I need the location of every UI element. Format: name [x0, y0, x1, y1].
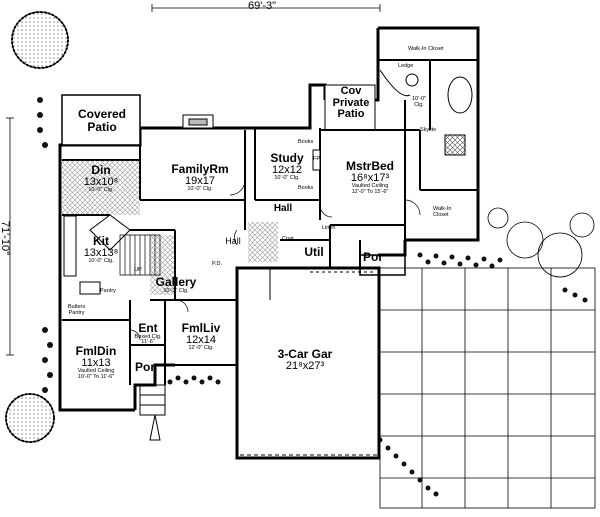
stair-icon	[119, 234, 161, 276]
label-linen: Linen	[322, 225, 336, 231]
room-covered-patio: Covered Patio	[77, 107, 127, 134]
room-fmlliv: FmlLiv 12x14 12'-0" Clg.	[181, 321, 221, 352]
room-cov-private-patio: Cov Private Patio	[332, 85, 370, 121]
covered-patio-area	[61, 94, 141, 146]
gallery-floor-hatch	[150, 235, 175, 295]
label-books-bottom: Books	[298, 185, 314, 191]
label-pantry: Pantry	[100, 288, 116, 294]
overall-depth-label: 71'-10"	[0, 220, 12, 256]
bath-fixtures	[379, 69, 473, 156]
room-master: MstrBed 16⁸x17³ Vaulted Ceiling 12'-0" T…	[345, 159, 394, 195]
side-porch	[359, 254, 406, 276]
fireplace-icon	[182, 114, 214, 129]
front-porch-steps	[139, 384, 166, 441]
room-hall-mid: Hall	[225, 236, 241, 246]
room-din: Din 13x10⁸ 10'-0" Clg.	[83, 163, 119, 194]
room-hall-upper: Hall	[273, 203, 293, 214]
label-books-top: Books	[298, 139, 314, 145]
label-fp: FP	[313, 156, 321, 162]
label-coat: Coat	[282, 236, 294, 242]
label-butlers-pantry: Butlers Pantry	[68, 304, 86, 316]
overall-width-label: 69'-3"	[248, 0, 277, 12]
width-dimension-line	[151, 4, 381, 12]
door-swings	[129, 179, 421, 341]
room-study: Study 12x12 10'-0" Clg.	[270, 151, 304, 182]
kitchen-counters	[63, 214, 131, 295]
label-pd: P.D.	[212, 261, 222, 267]
landscape-trees	[5, 11, 595, 443]
label-stair-up: UP	[134, 267, 142, 273]
room-por-front: Por	[134, 360, 155, 374]
garage-details	[240, 268, 378, 456]
private-patio-area	[324, 84, 376, 131]
depth-dimension-line	[6, 117, 14, 356]
kitchen-floor-hatch	[62, 160, 140, 215]
label-walk-in-closet-top: Walk-In Closet	[408, 46, 444, 52]
room-family: FamilyRm 19x17 10'-0" Clg.	[171, 162, 229, 193]
hall-floor-hatch	[248, 222, 278, 262]
label-bath-clg: 10'-0" Clg.	[412, 96, 427, 108]
study-fireplace-icon	[312, 149, 321, 171]
room-util: Util	[304, 245, 324, 259]
room-garage: 3-Car Gar 21⁸x27³	[277, 347, 333, 372]
label-walk-in-closet-side: Walk-In Closet	[433, 206, 452, 218]
shrub-rows	[37, 97, 588, 497]
room-por-side: Por	[362, 250, 383, 264]
driveway-paving	[379, 267, 596, 509]
room-gallery: Gallery 10'-0" Clg.	[155, 275, 197, 294]
label-ledge: Ledge	[398, 63, 414, 69]
label-skylite: Skylite	[420, 127, 437, 133]
room-ent: Ent Boxed Clg. 11'-6"	[134, 321, 162, 346]
room-kit: Kit 13x13⁸ 10'-0" Clg.	[83, 234, 119, 265]
room-fmldin: FmlDin 11x13 Vaulted Ceiling 10'-0" To 1…	[75, 344, 117, 380]
